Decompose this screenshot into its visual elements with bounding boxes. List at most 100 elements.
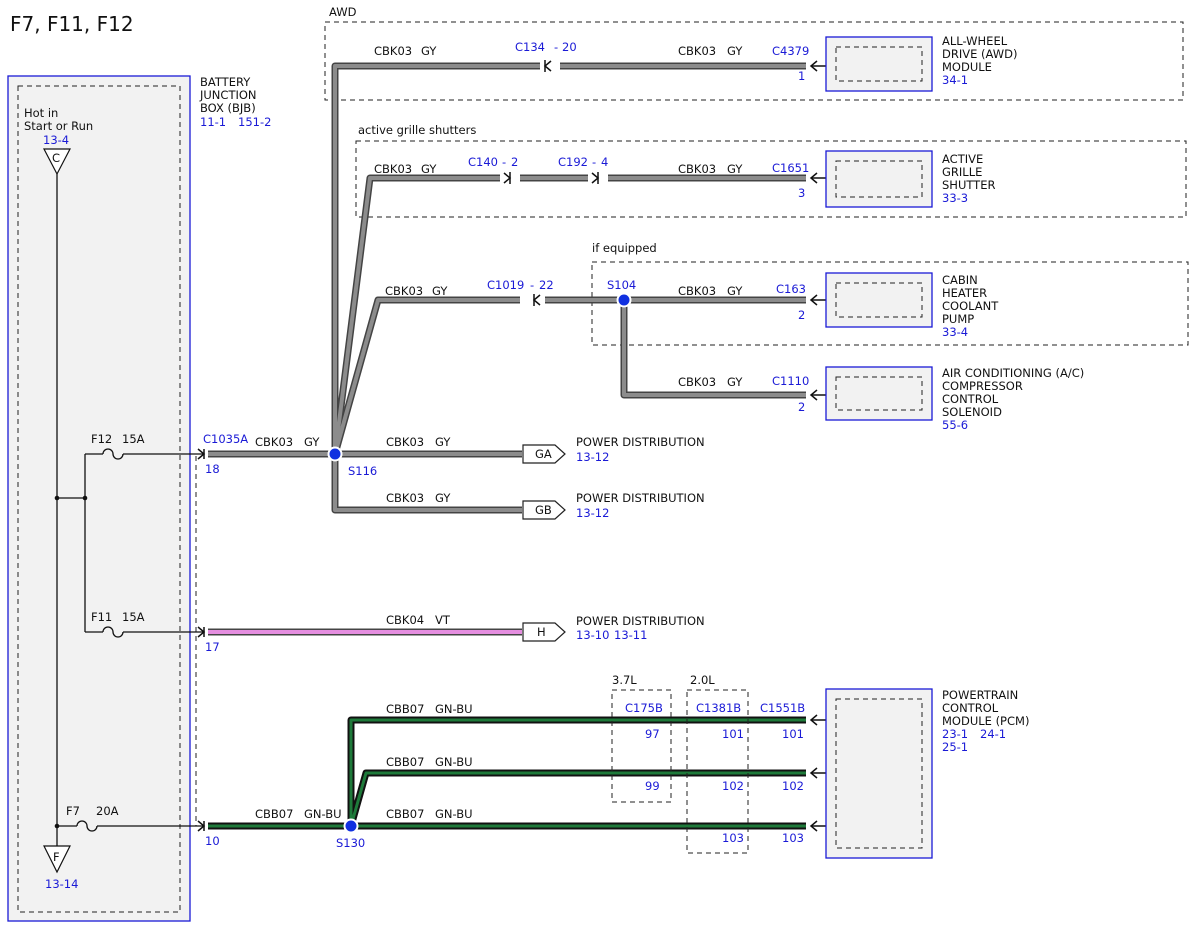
cabin-ref[interactable]: 33-4 bbox=[942, 325, 968, 339]
inline-c140[interactable]: C140 bbox=[468, 155, 498, 169]
cabin-connector[interactable]: C163 bbox=[776, 282, 806, 296]
ac-pin: 2 bbox=[798, 400, 805, 414]
wire-cabin-2-circuit: CBK03 bbox=[678, 284, 716, 298]
bjb-ref-2[interactable]: 151-2 bbox=[238, 115, 271, 129]
region-3-7l-label: 3.7L bbox=[612, 673, 637, 687]
inline-c192-dash: - bbox=[592, 155, 596, 169]
dest-gb-name: POWER DISTRIBUTION bbox=[576, 491, 705, 505]
fuse-f11-name: F11 bbox=[91, 610, 112, 624]
awd-name-1: ALL-WHEEL bbox=[942, 34, 1008, 48]
hot-ref[interactable]: 13-4 bbox=[43, 133, 69, 147]
dest-h-ref-1[interactable]: 13-10 bbox=[576, 628, 609, 642]
inline-c140-dash: - bbox=[502, 155, 506, 169]
pcm-ref-1[interactable]: 23-1 bbox=[942, 727, 968, 741]
inline-c1381b-pin-103: 103 bbox=[722, 831, 744, 845]
region-2-0l bbox=[686, 689, 749, 854]
ac-ref[interactable]: 55-6 bbox=[942, 418, 968, 432]
hot-label-2: Start or Run bbox=[24, 119, 93, 133]
inline-c192[interactable]: C192 bbox=[558, 155, 588, 169]
cabin-module-box[interactable] bbox=[825, 272, 933, 328]
flag-gb[interactable] bbox=[522, 500, 566, 520]
pin-10: 10 bbox=[205, 834, 220, 848]
ac-module-box[interactable] bbox=[825, 366, 933, 421]
splice-s116[interactable] bbox=[327, 446, 343, 462]
splice-s130[interactable] bbox=[343, 818, 359, 834]
wire-pcm-3-circuit: CBB07 bbox=[386, 807, 424, 821]
awd-module-box[interactable] bbox=[825, 36, 933, 92]
wire-grille-2-color: GY bbox=[727, 162, 743, 176]
inline-c1019[interactable]: C1019 bbox=[487, 278, 524, 292]
ac-connector[interactable]: C1110 bbox=[772, 374, 809, 388]
bjb-name-3: BOX (BJB) bbox=[200, 101, 256, 115]
grille-module-inner bbox=[835, 160, 923, 198]
cabin-name-4: PUMP bbox=[942, 312, 974, 326]
connector-f-ref[interactable]: 13-14 bbox=[45, 877, 78, 891]
pcm-connector[interactable]: C1551B bbox=[760, 701, 805, 715]
wire-grille-1-color: GY bbox=[421, 162, 437, 176]
grille-module-box[interactable] bbox=[825, 150, 933, 208]
bjb-ref-1[interactable]: 11-1 bbox=[200, 115, 226, 129]
wire-awd-1-color: GY bbox=[421, 44, 437, 58]
inline-c134[interactable]: C134 bbox=[515, 40, 545, 54]
ac-name-3: CONTROL bbox=[942, 392, 999, 406]
inline-c175b-pin-97: 97 bbox=[645, 727, 660, 741]
region-3-7l bbox=[611, 689, 672, 803]
inline-c1381b[interactable]: C1381B bbox=[696, 701, 741, 715]
wire-ga-circuit: CBK03 bbox=[386, 435, 424, 449]
fuse-f11-rating: 15A bbox=[122, 610, 145, 624]
fuse-f11-symbol bbox=[102, 626, 124, 638]
pcm-name-2: CONTROL bbox=[942, 701, 999, 715]
grille-name-2: GRILLE bbox=[942, 165, 982, 179]
splice-s104[interactable] bbox=[616, 292, 632, 308]
flag-ga[interactable] bbox=[522, 444, 566, 464]
hot-label-1: Hot in bbox=[24, 106, 58, 120]
wire-awd-2-color: GY bbox=[727, 44, 743, 58]
grille-name-1: ACTIVE bbox=[942, 152, 983, 166]
pcm-module-box[interactable] bbox=[825, 688, 933, 859]
bus-node-1 bbox=[54, 495, 60, 501]
awd-ref[interactable]: 34-1 bbox=[942, 73, 968, 87]
dest-gb-ref[interactable]: 13-12 bbox=[576, 506, 609, 520]
bus-node-2 bbox=[82, 495, 88, 501]
wire-pcm-2-circuit: CBB07 bbox=[386, 755, 424, 769]
region-if-equipped-label: if equipped bbox=[592, 241, 657, 255]
wire-gb-circuit: CBK03 bbox=[386, 491, 424, 505]
cabin-name-2: HEATER bbox=[942, 286, 987, 300]
awd-connector[interactable]: C4379 bbox=[772, 44, 809, 58]
grille-name-3: SHUTTER bbox=[942, 178, 995, 192]
bjb-name-1: BATTERY bbox=[200, 75, 251, 89]
wire-ga-color: GY bbox=[435, 435, 451, 449]
connector-f-triangle bbox=[43, 845, 71, 874]
grille-connector[interactable]: C1651 bbox=[772, 161, 809, 175]
flag-gb-label: GB bbox=[535, 503, 552, 517]
gn-bu-wires bbox=[208, 716, 806, 830]
pcm-ref-2[interactable]: 24-1 bbox=[980, 727, 1006, 741]
ac-name-2: COMPRESSOR bbox=[942, 379, 1023, 393]
pcm-pin-103: 103 bbox=[782, 831, 804, 845]
wire-pcm-3-color: GN-BU bbox=[435, 807, 473, 821]
cabin-pin: 2 bbox=[798, 308, 805, 322]
wire-cabin-1-circuit: CBK03 bbox=[385, 284, 423, 298]
pcm-ref-3[interactable]: 25-1 bbox=[942, 740, 968, 754]
wire-cabin-2-color: GY bbox=[727, 284, 743, 298]
wire-cabin-1-color: GY bbox=[432, 284, 448, 298]
inline-c175b[interactable]: C175B bbox=[625, 701, 663, 715]
awd-module-inner bbox=[835, 46, 923, 82]
splice-s116-label[interactable]: S116 bbox=[348, 464, 377, 478]
wire-pcm-1-color: GN-BU bbox=[435, 702, 473, 716]
inline-c134-pin: 20 bbox=[562, 40, 577, 54]
connector-c-label: C bbox=[52, 151, 60, 165]
inline-c175b-pin-99: 99 bbox=[645, 779, 660, 793]
flag-h[interactable] bbox=[522, 622, 566, 642]
wire-pcm-2-color: GN-BU bbox=[435, 755, 473, 769]
inline-c140-pin: 2 bbox=[511, 155, 518, 169]
module-arrows bbox=[809, 60, 826, 832]
splice-s130-label[interactable]: S130 bbox=[336, 836, 365, 850]
dest-ga-ref[interactable]: 13-12 bbox=[576, 450, 609, 464]
dest-h-ref-2[interactable]: 13-11 bbox=[614, 628, 647, 642]
wire-awd-2-circuit: CBK03 bbox=[678, 44, 716, 58]
wire-ac-color: GY bbox=[727, 375, 743, 389]
splice-s104-label[interactable]: S104 bbox=[607, 278, 636, 292]
grille-ref[interactable]: 33-3 bbox=[942, 191, 968, 205]
connector-c1035a[interactable]: C1035A bbox=[203, 432, 248, 446]
